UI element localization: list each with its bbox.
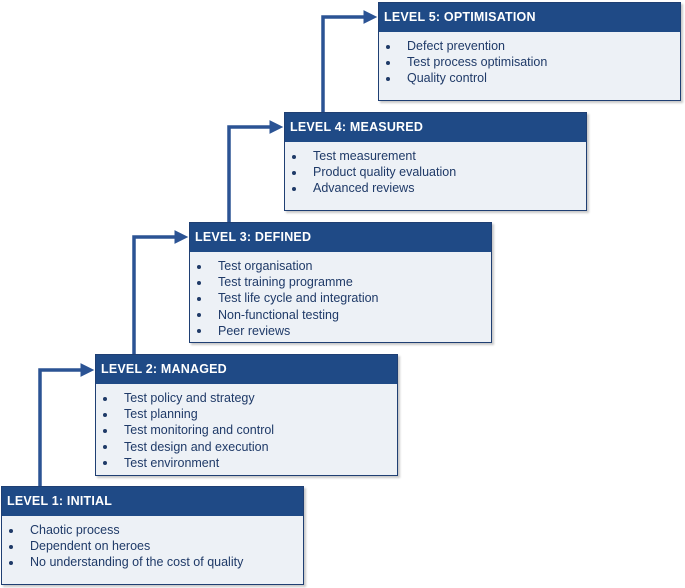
bullet-icon bbox=[9, 528, 13, 533]
level-4-list: Test measurement Product quality evaluat… bbox=[285, 142, 586, 197]
bullet-icon bbox=[103, 396, 107, 401]
bullet-icon bbox=[103, 412, 107, 417]
list-item: No understanding of the cost of quality bbox=[2, 554, 303, 570]
list-item: Test monitoring and control bbox=[96, 422, 397, 438]
bullet-icon bbox=[103, 428, 107, 433]
level-1-title: LEVEL 1: INITIAL bbox=[2, 487, 303, 516]
bullet-icon bbox=[386, 60, 390, 65]
list-item: Test measurement bbox=[285, 148, 586, 164]
level-4-box: LEVEL 4: MEASURED Test measurement Produ… bbox=[284, 112, 587, 211]
arrow-level-2-to-3 bbox=[132, 230, 189, 354]
level-5-box: LEVEL 5: OPTIMISATION Defect prevention … bbox=[378, 2, 681, 101]
bullet-icon bbox=[292, 170, 296, 175]
list-item: Peer reviews bbox=[190, 323, 491, 339]
list-item: Non-functional testing bbox=[190, 307, 491, 323]
list-item: Product quality evaluation bbox=[285, 164, 586, 180]
list-item: Test environment bbox=[96, 455, 397, 471]
level-1-list: Chaotic process Dependent on heroes No u… bbox=[2, 516, 303, 571]
list-item: Test training programme bbox=[190, 274, 491, 290]
level-2-title: LEVEL 2: MANAGED bbox=[96, 355, 397, 384]
list-item: Test planning bbox=[96, 406, 397, 422]
bullet-icon bbox=[292, 154, 296, 159]
bullet-icon bbox=[197, 280, 201, 285]
bullet-icon bbox=[386, 44, 390, 49]
bullet-icon bbox=[197, 329, 201, 334]
arrow-level-3-to-4 bbox=[227, 120, 284, 222]
level-2-box: LEVEL 2: MANAGED Test policy and strateg… bbox=[95, 354, 398, 476]
list-item: Test design and execution bbox=[96, 439, 397, 455]
list-item: Test life cycle and integration bbox=[190, 290, 491, 306]
bullet-icon bbox=[197, 264, 201, 269]
level-4-title: LEVEL 4: MEASURED bbox=[285, 113, 586, 142]
bullet-icon bbox=[9, 544, 13, 549]
level-5-list: Defect prevention Test process optimisat… bbox=[379, 32, 680, 87]
arrow-level-1-to-2 bbox=[38, 363, 95, 486]
list-item: Chaotic process bbox=[2, 522, 303, 538]
bullet-icon bbox=[197, 296, 201, 301]
list-item: Defect prevention bbox=[379, 38, 680, 54]
list-item: Quality control bbox=[379, 70, 680, 86]
level-2-list: Test policy and strategy Test planning T… bbox=[96, 384, 397, 471]
list-item: Dependent on heroes bbox=[2, 538, 303, 554]
bullet-icon bbox=[292, 186, 296, 191]
bullet-icon bbox=[197, 313, 201, 318]
bullet-icon bbox=[9, 560, 13, 565]
bullet-icon bbox=[103, 461, 107, 466]
level-1-box: LEVEL 1: INITIAL Chaotic process Depende… bbox=[1, 486, 304, 585]
bullet-icon bbox=[103, 445, 107, 450]
bullet-icon bbox=[386, 76, 390, 81]
level-3-list: Test organisation Test training programm… bbox=[190, 252, 491, 339]
list-item: Test process optimisation bbox=[379, 54, 680, 70]
list-item: Test organisation bbox=[190, 258, 491, 274]
list-item: Advanced reviews bbox=[285, 180, 586, 196]
level-5-title: LEVEL 5: OPTIMISATION bbox=[379, 3, 680, 32]
level-3-title: LEVEL 3: DEFINED bbox=[190, 223, 491, 252]
level-3-box: LEVEL 3: DEFINED Test organisation Test … bbox=[189, 222, 492, 343]
list-item: Test policy and strategy bbox=[96, 390, 397, 406]
arrow-level-4-to-5 bbox=[321, 10, 378, 112]
